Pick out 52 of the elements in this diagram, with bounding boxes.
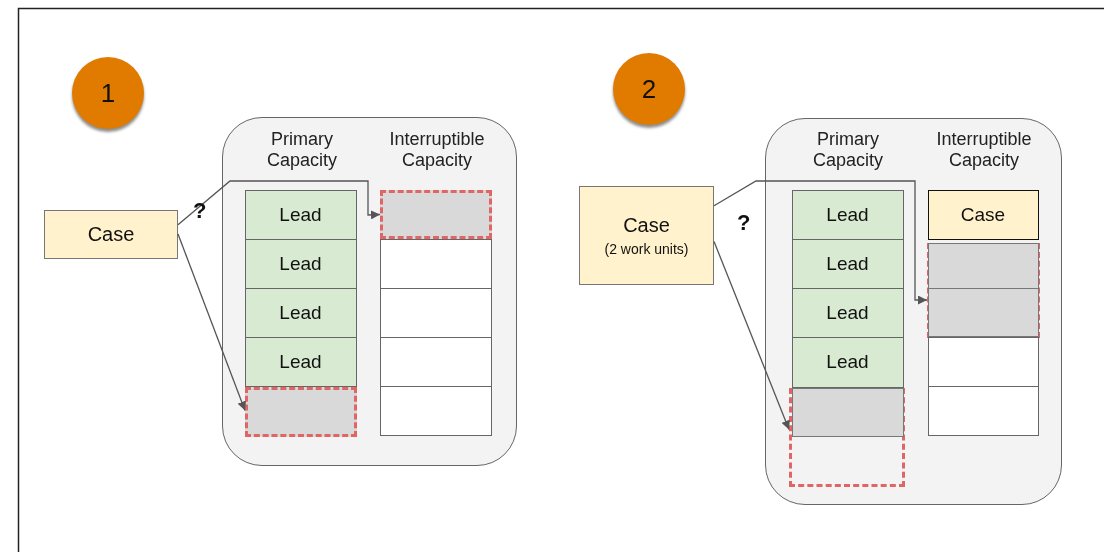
lead-slot xyxy=(791,336,904,388)
slot-label: Case xyxy=(960,203,1006,226)
candidate-slot xyxy=(379,189,492,239)
case-box xyxy=(44,210,178,259)
step-number: 2 xyxy=(641,73,657,105)
capacity-panel xyxy=(222,117,517,466)
note-text: (2 work units) xyxy=(604,241,689,257)
candidate-region xyxy=(926,242,1040,338)
arrow xyxy=(177,180,381,226)
slot-label: Lead xyxy=(279,252,322,275)
slot-label: Lead xyxy=(279,350,322,373)
question-mark: ? xyxy=(737,210,751,236)
slot-label: Lead xyxy=(826,252,869,275)
lead-slot xyxy=(244,238,357,289)
candidate-slot xyxy=(791,387,904,437)
case-box xyxy=(579,186,714,285)
empty-slot xyxy=(379,385,492,436)
slot-label: Lead xyxy=(279,203,322,226)
arrow xyxy=(177,233,246,412)
slot-label: Lead xyxy=(826,203,869,226)
candidate-slot xyxy=(927,242,1039,289)
candidate-slot xyxy=(927,287,1039,337)
case-slot xyxy=(927,189,1039,240)
column-heading: Interruptible Capacity xyxy=(388,129,486,171)
column-heading: Interruptible Capacity xyxy=(935,129,1033,171)
empty-slot xyxy=(927,385,1039,436)
slot-label: Lead xyxy=(826,351,869,373)
lead-slot xyxy=(244,189,357,240)
empty-slot xyxy=(379,336,492,387)
lead-slot xyxy=(244,336,357,387)
arrow xyxy=(713,240,790,431)
column-heading: Primary Capacity xyxy=(266,129,338,171)
capacity-panel xyxy=(765,118,1062,505)
slot-label: Lead xyxy=(279,301,322,324)
empty-slot xyxy=(927,336,1039,387)
slot-label: Lead xyxy=(826,301,869,324)
step-number-badge xyxy=(72,57,144,129)
slot-label: Case xyxy=(87,223,135,246)
lead-slot xyxy=(791,287,904,338)
lead-slot xyxy=(791,238,904,289)
slot-label: Case xyxy=(623,214,670,237)
column-heading: Primary Capacity xyxy=(812,129,884,171)
empty-slot xyxy=(379,238,492,289)
candidate-slot xyxy=(244,386,357,437)
lead-slot xyxy=(791,189,904,240)
lead-slot xyxy=(244,287,357,338)
step-number-badge xyxy=(613,53,685,125)
step-number: 1 xyxy=(100,77,116,109)
question-mark: ? xyxy=(193,198,207,224)
candidate-region xyxy=(788,387,905,487)
empty-slot xyxy=(379,287,492,338)
arrow xyxy=(713,180,928,305)
